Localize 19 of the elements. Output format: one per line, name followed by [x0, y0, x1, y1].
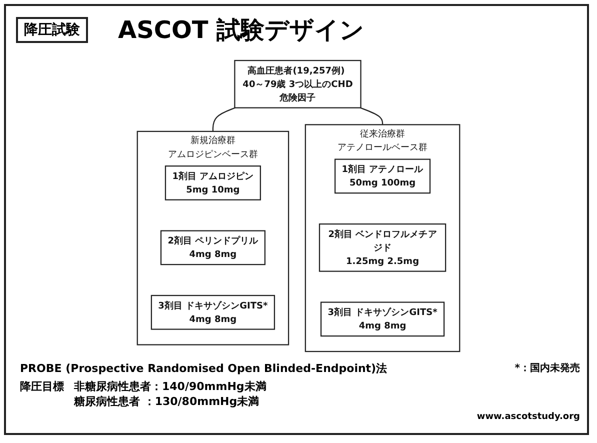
target-heading: 降圧目標 [20, 379, 64, 395]
node-label: 従来治療群 [360, 128, 406, 139]
node-box: 3剤目 ドキサゾシンGITS* 4mg 8mg [150, 294, 276, 330]
node-box: 2剤目 ベンドロフルメチアジド 1.25mg 2.5mg [318, 223, 446, 272]
node-box: 高血圧患者(19,257例) 40～79歳 3つ以上のCHD危険因子 [234, 60, 362, 108]
node-box: 1剤目 アムロジピン 5mg 10mg [164, 165, 261, 200]
node-box: 2剤目 ペリンドプリル 4mg 8mg [160, 230, 266, 266]
slide-title: ASCOT 試験デザイン [118, 15, 365, 46]
node-box: 3剤目 ドキサゾシンGITS* 4mg 8mg [320, 302, 445, 337]
source-url: www.ascotstudy.org [476, 412, 580, 422]
connector [360, 107, 384, 125]
node-box: 1剤目 アテノロール 50mg 100mg [334, 158, 431, 194]
node-label: 新規治療群 [190, 134, 236, 146]
target-line: 非糖尿病性患者：140/90mmHg未満 [74, 379, 266, 394]
footnote: *：国内未発売 [514, 362, 580, 376]
method-note: PROBE (Prospective Randomised Open Blinded-Endpoint)法 [20, 361, 388, 376]
target-line: 糖尿病性患者 ：130/80mmHg未満 [74, 394, 260, 409]
connector [212, 107, 236, 132]
category-tag: 降圧試験 [16, 17, 88, 43]
